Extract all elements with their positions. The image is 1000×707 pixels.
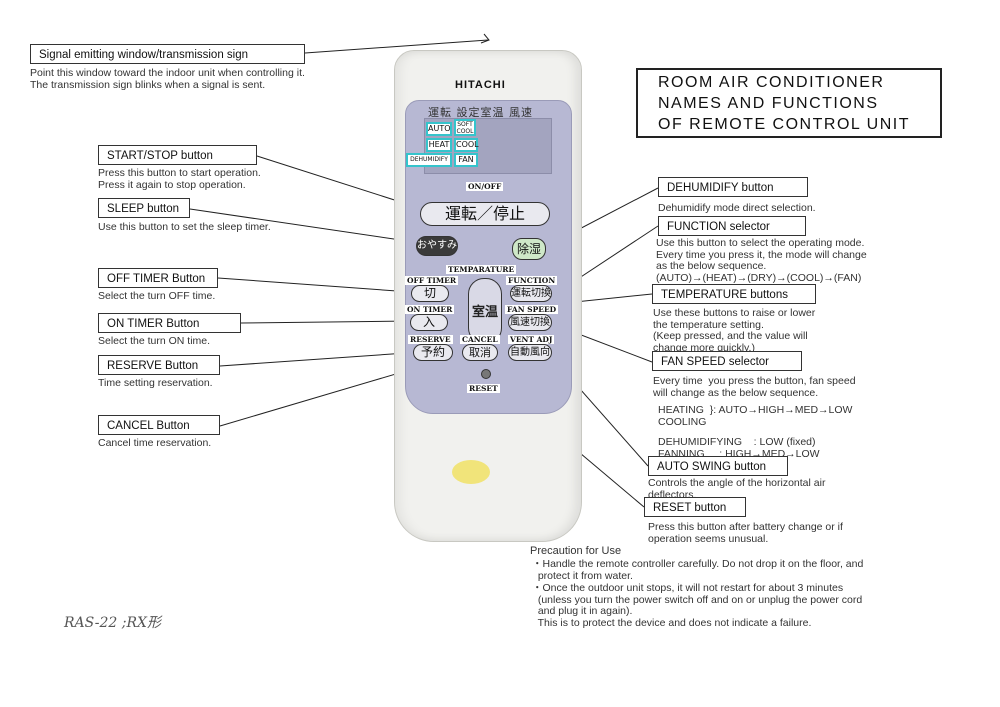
fan-speed-callout-desc: Every time you press the button, fan spe…: [653, 375, 856, 399]
leader-signal-arrow: [480, 33, 490, 44]
leader-sleep: [189, 208, 429, 245]
start-stop-callout-label: START/STOP button: [98, 145, 257, 165]
title-line-1: ROOM AIR CONDITIONER: [658, 74, 885, 91]
temperature-button[interactable]: 室温: [468, 278, 502, 344]
mode-soft-cool: SOFT COOL: [454, 119, 476, 136]
reset-button[interactable]: [481, 369, 491, 379]
reserve-button[interactable]: 予約: [413, 344, 453, 361]
title-line-3: OF REMOTE CONTROL UNIT: [658, 116, 910, 133]
mode-dehumidify: DEHUMIDIFY: [406, 153, 452, 167]
precaution-item-1: ・Handle the remote controller carefully.…: [532, 558, 864, 582]
auto-swing-callout-label: AUTO SWING button: [648, 456, 788, 476]
leader-off-timer: [217, 277, 412, 293]
signal-window-label: Signal emitting window/transmission sign: [30, 44, 305, 64]
off-timer-callout-label: OFF TIMER Button: [98, 268, 218, 288]
auto-swing-callout-desc: Controls the angle of the horizontal air…: [648, 477, 826, 501]
start-stop-button[interactable]: 運転／停止: [420, 202, 550, 226]
on-timer-label: ON TIMER: [405, 305, 455, 314]
temperature-callout-label: TEMPERATURE buttons: [652, 284, 816, 304]
remote-sticker: [452, 460, 490, 484]
fan-speed-label: FAN SPEED: [505, 305, 559, 314]
temperature-label: TEMPARATURE: [446, 265, 517, 274]
fan-speed-seq-dehumidify-fan: DEHUMIDIFYING : LOW (fixed) FANNING : HI…: [658, 436, 820, 460]
fan-speed-button[interactable]: 風速切換: [508, 314, 552, 331]
auto-swing-button[interactable]: 自動風向: [508, 344, 552, 361]
dehumidify-callout-label: DEHUMIDIFY button: [658, 177, 808, 197]
vent-adj-label: VENT ADJ: [508, 335, 555, 344]
fan-speed-seq-heating-cooling: HEATING }: AUTO→HIGH→MED→LOW COOLING: [658, 404, 853, 428]
function-callout-desc: Use this button to select the operating …: [656, 237, 867, 284]
reserve-callout-label: RESERVE Button: [98, 355, 220, 375]
temperature-button-label: 室温: [472, 305, 499, 320]
title-line-2: NAMES AND FUNCTIONS: [658, 95, 879, 112]
function-callout-label: FUNCTION selector: [658, 216, 806, 236]
signal-window-desc: Point this window toward the indoor unit…: [30, 67, 305, 91]
leader-reserve: [219, 351, 422, 367]
sleep-button[interactable]: おやすみ: [416, 236, 458, 256]
function-button[interactable]: 運転切換: [510, 285, 552, 302]
sleep-callout-label: SLEEP button: [98, 198, 190, 218]
off-timer-button[interactable]: 切: [411, 285, 449, 302]
temperature-callout-desc: Use these buttons to raise or lower the …: [653, 307, 816, 354]
leader-on-timer: [240, 320, 411, 324]
on-off-label: ON/OFF: [466, 182, 504, 191]
reserve-label: RESERVE: [408, 335, 453, 344]
on-timer-callout-desc: Select the turn ON time.: [98, 335, 211, 347]
on-timer-button[interactable]: 入: [410, 314, 448, 331]
off-timer-callout-desc: Select the turn OFF time.: [98, 290, 216, 302]
dehumidify-callout-desc: Dehumidify mode direct selection.: [658, 202, 816, 214]
reset-label: RESET: [467, 384, 500, 393]
mode-fan: FAN: [454, 153, 478, 167]
on-timer-callout-label: ON TIMER Button: [98, 313, 241, 333]
sleep-callout-desc: Use this button to set the sleep timer.: [98, 221, 271, 233]
mode-heat: HEAT: [426, 138, 452, 152]
cancel-button[interactable]: 取消: [462, 344, 498, 361]
precaution-item-2: ・Once the outdoor unit stops, it will no…: [532, 582, 863, 629]
reset-callout-desc: Press this button after battery change o…: [648, 521, 843, 545]
leader-signal: [304, 39, 489, 54]
remote-display-header: 運転 設定室温 風速: [428, 106, 533, 119]
start-stop-callout-desc: Press this button to start operation. Pr…: [98, 167, 261, 191]
fan-speed-callout-label: FAN SPEED selector: [652, 351, 802, 371]
model-note: RAS-22 ;RX形: [64, 615, 161, 631]
function-label: FUNCTION: [506, 276, 558, 285]
off-timer-label: OFF TIMER: [405, 276, 459, 285]
remote-brand-logo: HITACHI: [455, 79, 506, 91]
reset-callout-label: RESET button: [644, 497, 746, 517]
dehumidify-button[interactable]: 除湿: [512, 238, 546, 260]
title-box: ROOM AIR CONDITIONER NAMES AND FUNCTIONS…: [636, 68, 942, 138]
cancel-label: CANCEL: [460, 335, 500, 344]
mode-auto: AUTO: [426, 122, 452, 136]
cancel-callout-desc: Cancel time reservation.: [98, 437, 212, 449]
cancel-callout-label: CANCEL Button: [98, 415, 220, 435]
mode-cool: COOL: [454, 138, 479, 152]
reserve-callout-desc: Time setting reservation.: [98, 377, 213, 389]
precaution-title: Precaution for Use: [530, 545, 622, 557]
